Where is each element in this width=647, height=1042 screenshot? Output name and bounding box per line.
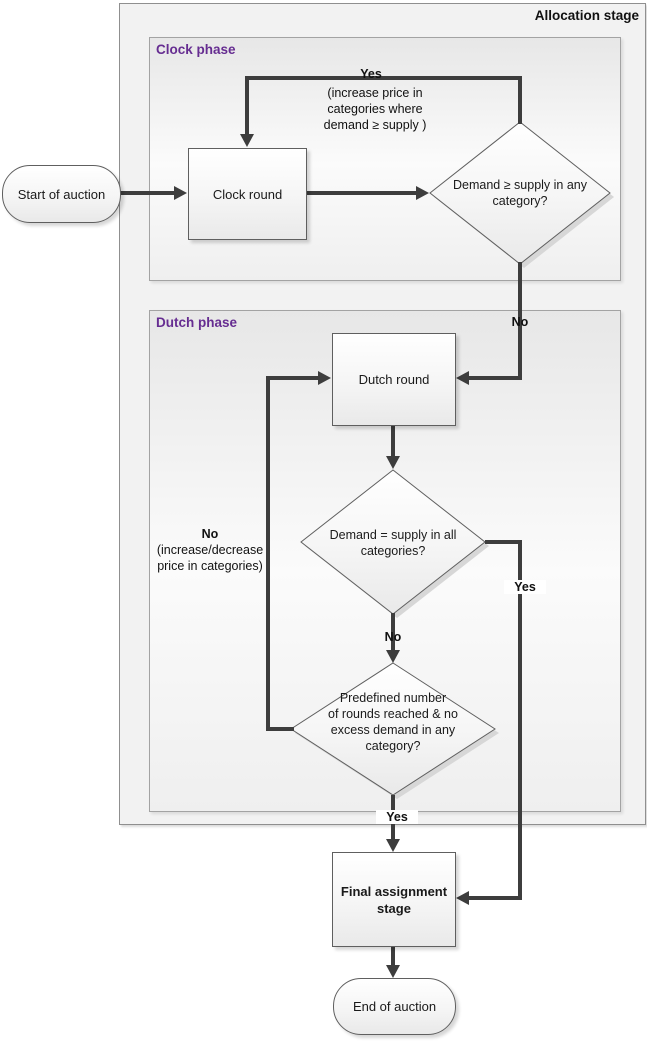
end-terminal: End of auction [333, 978, 456, 1035]
clock-yes-label: Yes [360, 67, 382, 81]
dutch-supply-decision-text: Demand = supply in all categories? [329, 528, 457, 558]
clock-decision-text: Demand ≥ supply in any category? [452, 178, 587, 208]
clock-phase-label: Clock phase [156, 42, 236, 57]
arrowhead-into-final-right [456, 891, 469, 905]
clock-round-node: Clock round [188, 148, 307, 240]
supply-yes-label: Yes [504, 580, 546, 594]
start-terminal: Start of auction [2, 165, 121, 223]
rounds-yes-label: Yes [376, 810, 418, 824]
dutch-rounds-decision-text: Predefined number of rounds reached & no… [328, 691, 458, 753]
clock-yes-note: (increase price in categories where dema… [323, 86, 427, 132]
final-assignment-node: Final assignment stage [332, 852, 456, 947]
dutch-round-node: Dutch round [332, 333, 456, 426]
rounds-no-note: (increase/decrease price in categories) [156, 543, 264, 573]
dutch-phase-label: Dutch phase [156, 315, 238, 330]
arrowhead-into-end [386, 965, 400, 978]
arrowhead-into-final-top [386, 839, 400, 852]
rounds-no-label: No [201, 527, 219, 541]
clock-no-label: No [511, 315, 529, 329]
allocation-stage-label: Allocation stage [534, 8, 639, 23]
supply-no-label: No [384, 630, 402, 644]
